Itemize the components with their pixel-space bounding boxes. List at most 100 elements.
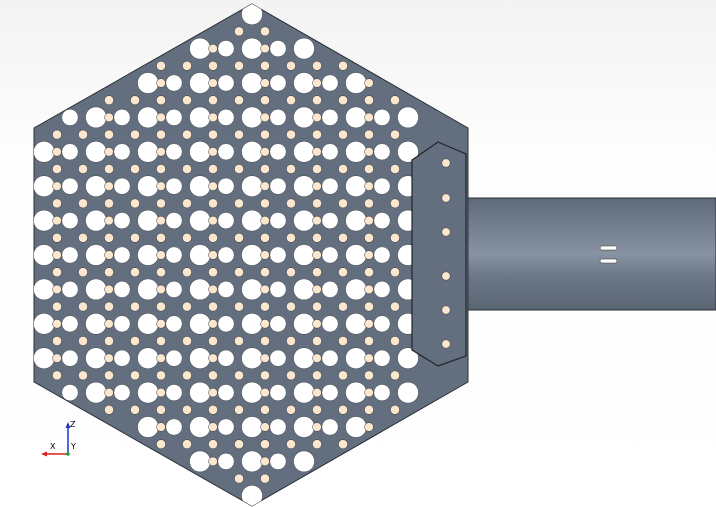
pin — [208, 198, 218, 209]
pin — [130, 164, 140, 174]
hole — [345, 244, 367, 266]
hole — [241, 416, 263, 438]
pin — [312, 198, 322, 209]
hole — [61, 349, 79, 367]
pin — [364, 336, 374, 346]
pin — [286, 95, 296, 106]
pin — [130, 198, 140, 209]
pin — [234, 129, 244, 140]
pin — [208, 147, 218, 157]
pin — [260, 78, 270, 88]
hole — [113, 315, 131, 333]
pin — [52, 129, 62, 140]
pin — [156, 370, 166, 381]
pin — [208, 95, 218, 106]
hole — [269, 212, 287, 230]
pin — [234, 473, 244, 484]
pin — [312, 232, 322, 243]
hole — [321, 212, 339, 230]
pin — [182, 301, 192, 312]
hole — [137, 313, 159, 335]
manifold-pin — [441, 305, 451, 315]
pin — [234, 370, 244, 381]
pin — [52, 301, 62, 312]
pin — [182, 60, 192, 71]
hole — [85, 209, 107, 232]
pin — [182, 164, 192, 174]
hole — [189, 209, 211, 232]
pin — [260, 370, 270, 381]
pin — [104, 181, 114, 191]
pin — [208, 129, 218, 140]
hole — [241, 244, 263, 266]
hole — [165, 384, 183, 401]
hole — [34, 175, 55, 197]
pin — [156, 250, 166, 260]
hole — [217, 315, 235, 333]
hole — [345, 209, 367, 232]
pin — [156, 232, 166, 243]
pin — [338, 404, 348, 415]
pin — [364, 232, 374, 243]
hole — [189, 37, 211, 60]
hole — [373, 246, 391, 264]
hole — [293, 209, 315, 232]
pin — [286, 439, 296, 450]
pin — [182, 95, 192, 106]
hole — [269, 74, 287, 92]
pin — [208, 353, 218, 363]
hole — [293, 450, 315, 473]
outlet-manifold[interactable] — [411, 141, 467, 367]
hole — [85, 106, 107, 129]
pin — [182, 232, 192, 243]
pin — [390, 267, 400, 278]
hole — [241, 278, 263, 301]
hole — [217, 109, 235, 126]
outlet-duct[interactable] — [465, 197, 716, 311]
pin — [286, 60, 296, 71]
hole — [293, 347, 315, 369]
pin — [260, 95, 270, 106]
pin — [286, 164, 296, 174]
pin — [208, 78, 218, 88]
pin — [312, 164, 322, 174]
hole — [189, 347, 211, 369]
hole — [137, 72, 159, 94]
manifold-pin — [441, 158, 451, 168]
pin — [52, 147, 62, 157]
hole — [345, 416, 367, 438]
pin — [312, 422, 322, 432]
pin — [52, 336, 62, 346]
hole — [293, 175, 315, 197]
hole — [113, 109, 131, 126]
pin — [234, 198, 244, 209]
pin — [312, 404, 322, 415]
hole — [113, 349, 131, 367]
pin — [208, 336, 218, 346]
hole — [85, 244, 107, 266]
pin — [390, 198, 400, 209]
pin — [312, 370, 322, 381]
pin — [156, 164, 166, 174]
hole — [373, 384, 391, 401]
pin — [260, 164, 270, 174]
pin — [286, 336, 296, 346]
hole — [189, 72, 211, 94]
hole — [293, 106, 315, 129]
pin — [390, 301, 400, 312]
hole — [321, 109, 339, 126]
pin — [182, 129, 192, 140]
hole — [85, 278, 107, 301]
pin — [234, 301, 244, 312]
pin — [286, 370, 296, 381]
pin — [208, 301, 218, 312]
pin — [312, 95, 322, 106]
pin — [364, 147, 374, 157]
pin — [234, 267, 244, 278]
pin — [208, 215, 218, 226]
hole — [137, 347, 159, 369]
hole — [373, 349, 391, 367]
hole — [269, 418, 287, 436]
